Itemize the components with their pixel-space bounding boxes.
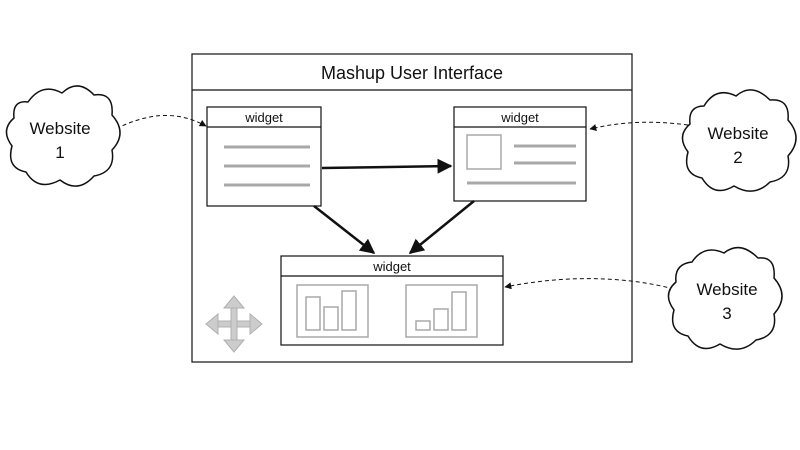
bar-chart-icon-bar: [451, 291, 467, 331]
website-1-cloud: Website 1: [5, 85, 121, 187]
website-3-number: 3: [722, 304, 731, 323]
bar-chart-icon-bar: [433, 308, 449, 331]
widget-list: widget: [206, 106, 322, 207]
widget-media-title: widget: [500, 110, 539, 125]
bar-chart-icon-bar: [415, 320, 431, 331]
move-arrows-icon: [205, 295, 263, 353]
bar-chart-icon-bar: [341, 290, 357, 331]
bar-chart-icon: [296, 284, 369, 338]
bar-chart-icon: [405, 284, 478, 338]
website-2-label: Website: [707, 124, 768, 143]
widget-charts: widget: [280, 255, 504, 346]
widget-list-frame: [206, 106, 322, 207]
mashup-title: Mashup User Interface: [321, 63, 503, 83]
arrow-website-1-to-widget: [109, 114, 207, 133]
widget-list-title: widget: [244, 110, 283, 125]
website-3-label: Website: [696, 280, 757, 299]
widget-charts-title: widget: [372, 259, 411, 274]
bar-chart-icon-bar: [323, 306, 339, 331]
website-1-label: Website: [29, 119, 90, 138]
website-2-cloud: Website 2: [681, 89, 797, 192]
bar-chart-icon-bar: [305, 296, 321, 331]
image-placeholder-icon: [466, 134, 502, 170]
website-3-cloud: Website 3: [667, 246, 783, 350]
website-1-number: 1: [55, 143, 64, 162]
arrow-website-3-to-widget: [504, 278, 675, 290]
website-2-number: 2: [733, 148, 742, 167]
arrow-website-2-to-widget: [589, 121, 689, 131]
arrow-widget-list-to-charts: [313, 205, 376, 254]
arrow-widget-list-to-media: [321, 158, 453, 174]
widget-media: widget: [453, 106, 587, 202]
arrow-widget-media-to-charts: [408, 200, 475, 254]
